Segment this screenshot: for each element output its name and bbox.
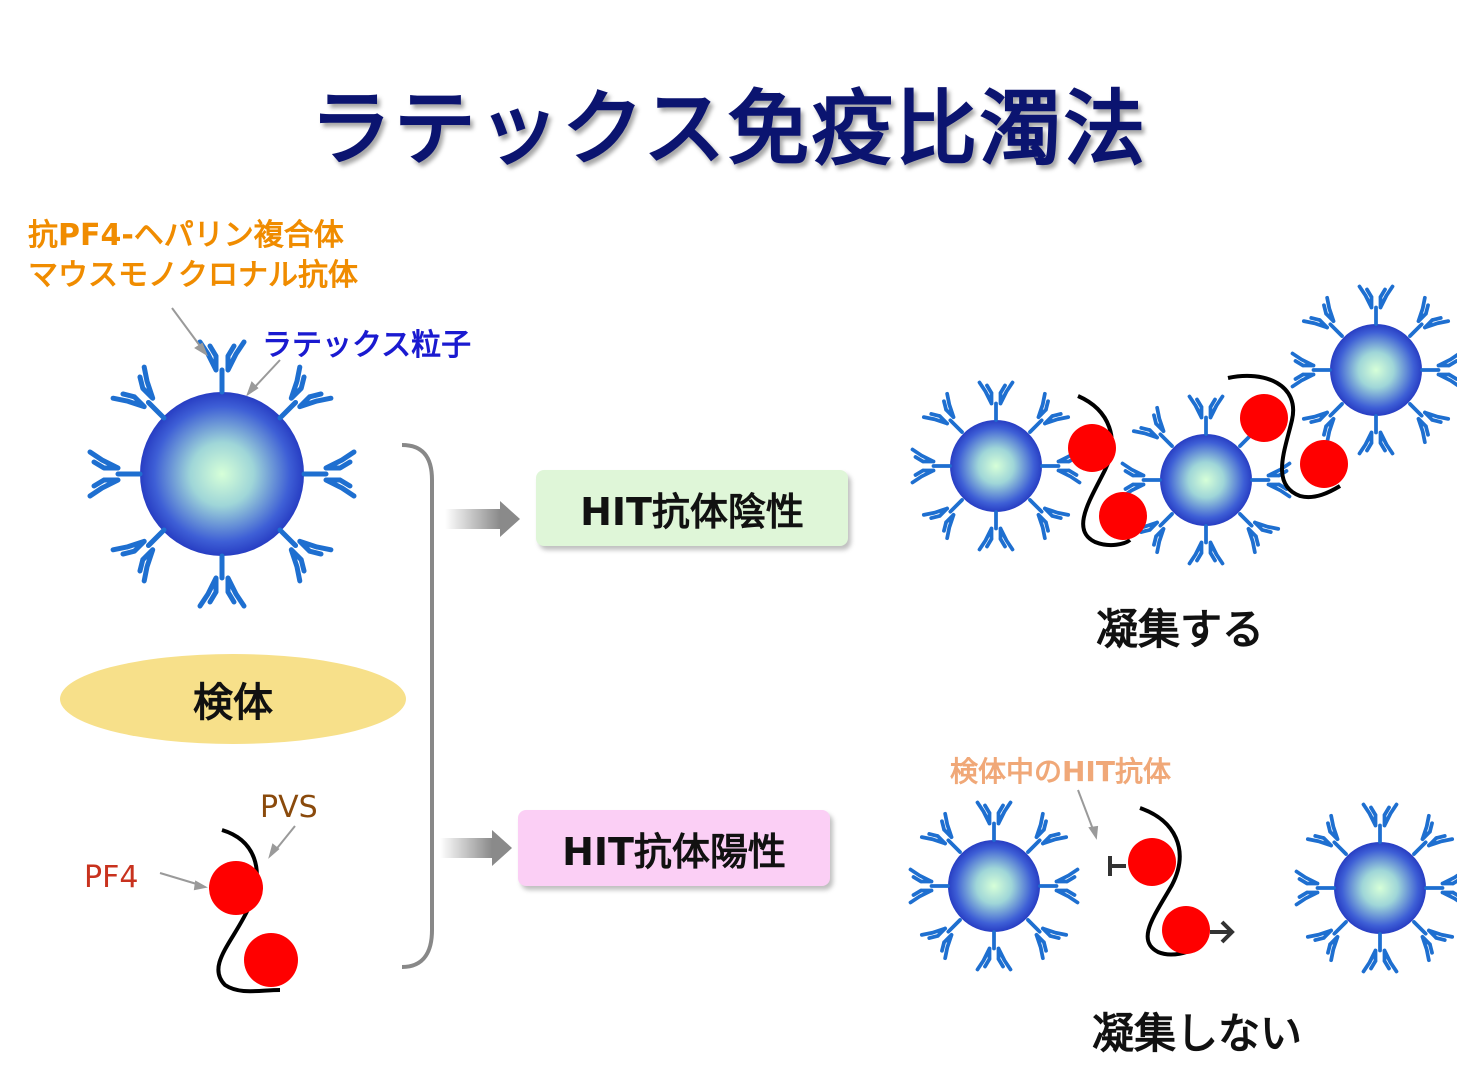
antibody-label-line2: マウスモノクロナル抗体 [28, 258, 358, 293]
no-agglutination-label: 凝集しない [1092, 1009, 1303, 1058]
latex-particle-main [140, 392, 304, 556]
pointer-arrows [159, 307, 1099, 891]
agglutination-cluster [910, 284, 1457, 566]
negative-result-label: HIT抗体陰性 [580, 489, 804, 534]
pvs-label: PVS [260, 790, 318, 825]
sample-ellipse: 検体 [60, 654, 406, 744]
page-title: ラテックス免疫比濁法 [309, 82, 1148, 177]
bracket [401, 443, 434, 969]
no-agglutination-scene [908, 800, 1457, 974]
agglutinates-label: 凝集する [1096, 605, 1265, 654]
negative-result-box: HIT抗体陰性 [536, 470, 848, 546]
positive-result-label: HIT抗体陽性 [562, 829, 786, 874]
latex-particle-label: ラテックス粒子 [262, 328, 472, 363]
hit-antibody-label: 検体中のHIT抗体 [950, 755, 1171, 788]
pf4-pvs-complex-left [209, 828, 298, 994]
antibody-label: 抗PF4-ヘパリン複合体 マウスモノクロナル抗体 [28, 216, 358, 296]
antibody-label-line1: 抗PF4-ヘパリン複合体 [28, 218, 344, 253]
sample-label: 検体 [193, 680, 273, 726]
arrow-to-positive [440, 830, 512, 866]
arrow-to-negative [445, 501, 520, 537]
positive-result-box: HIT抗体陽性 [518, 810, 830, 886]
pf4-label: PF4 [84, 860, 139, 895]
